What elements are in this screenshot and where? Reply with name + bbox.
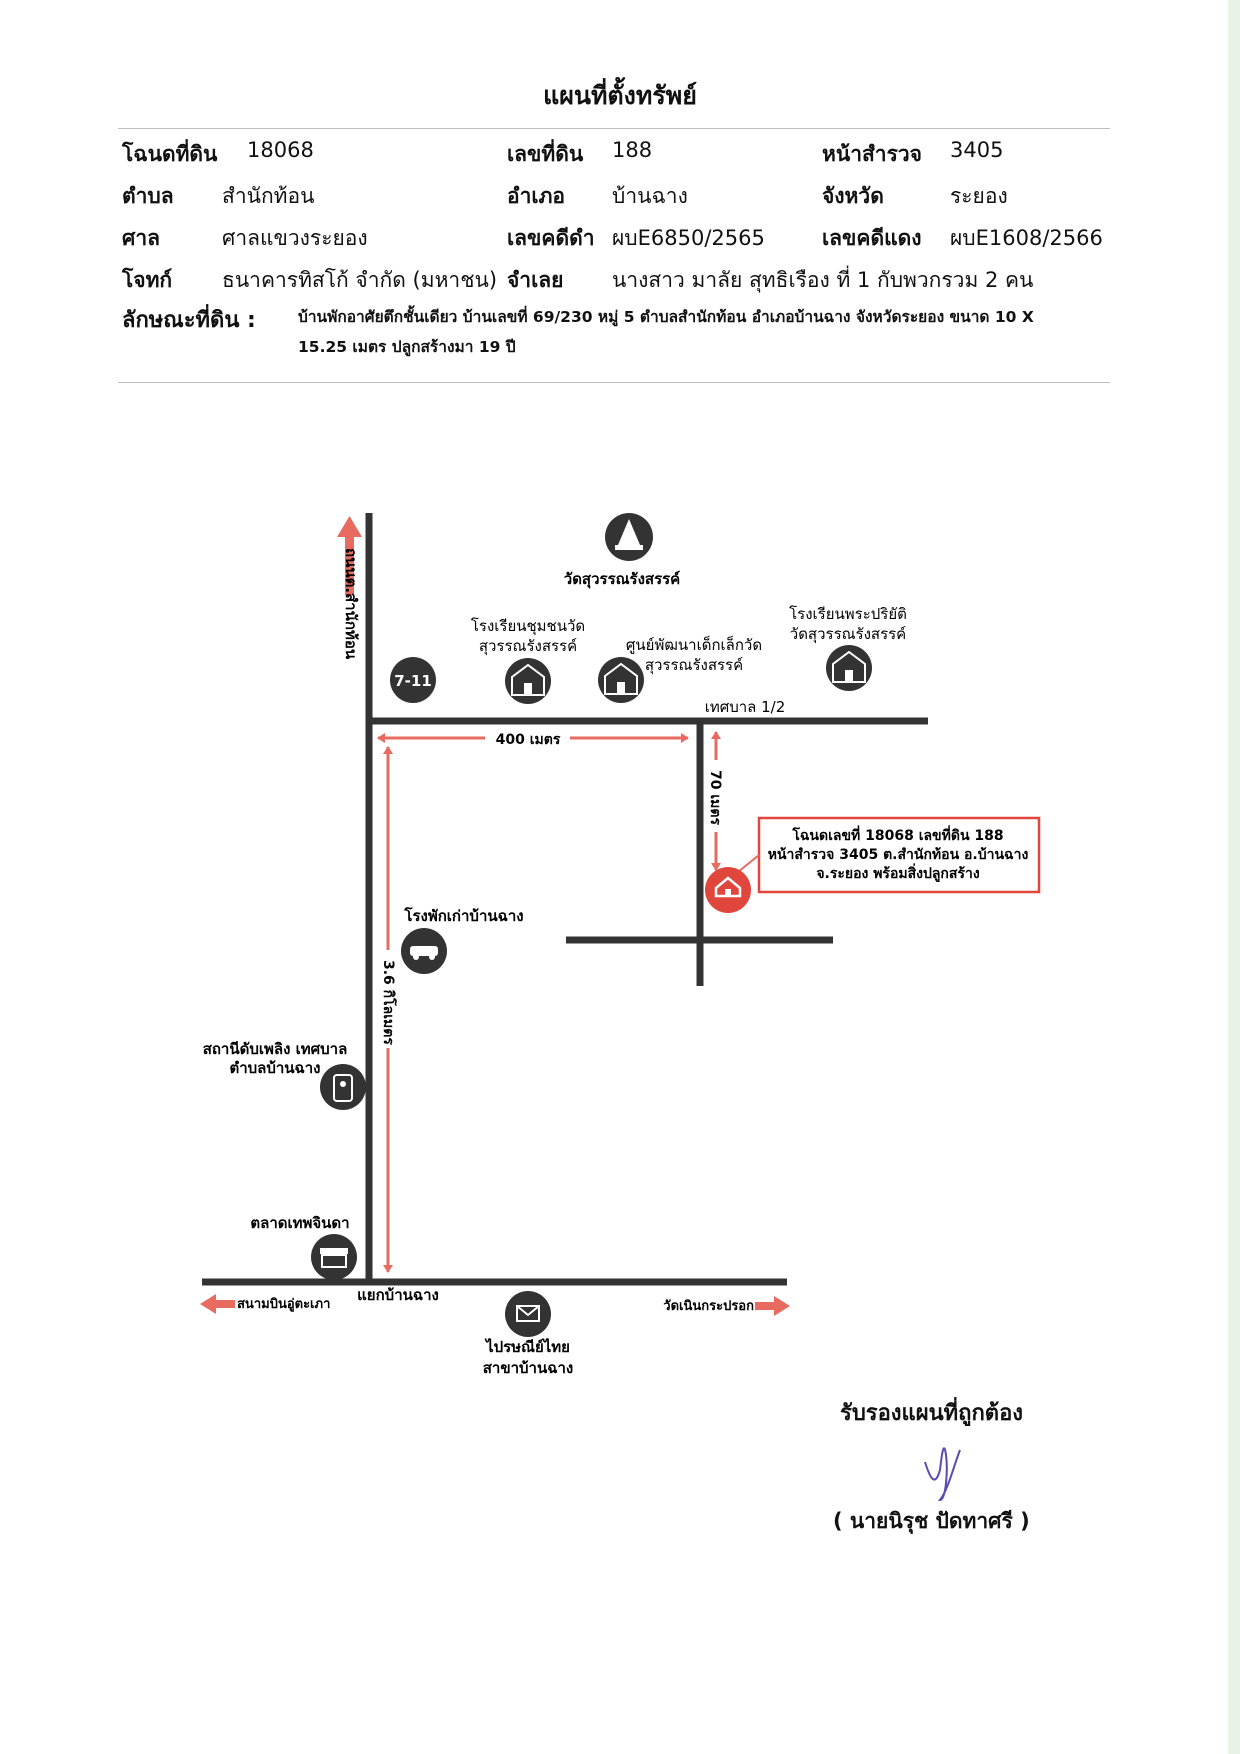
deed-label: โฉนดที่ดิน xyxy=(122,142,218,166)
red-case-value: ผบE1608/2566 xyxy=(950,226,1103,250)
land-desc-value: บ้านพักอาศัยตึกชั้นเดียว บ้านเลขที่ 69/2… xyxy=(298,308,1034,356)
school1-icon xyxy=(505,658,551,704)
land-no-label: เลขที่ดิน xyxy=(507,142,584,166)
fire-label-line1: สถานีดับเพลิง เทศบาล xyxy=(203,1040,348,1058)
plaintiff-label: โจทก์ xyxy=(122,268,173,292)
dim-36-label: 3.6 กิโลเมตร xyxy=(380,960,398,1045)
to-airport-label: สนามบินอู่ตะเภา xyxy=(237,1297,330,1312)
black-case-value: ผบE6850/2565 xyxy=(612,226,765,250)
property-line2: หน้าสำรวจ 3405 ต.สำนักท้อน อ.บ้านฉาง xyxy=(768,847,1029,863)
signature-mark xyxy=(924,1447,961,1502)
certify-label: รับรองแผนที่ถูกต้อง xyxy=(840,1401,1024,1426)
info-row-1: โฉนดที่ดิน 18068 เลขที่ดิน 188 หน้าสำรวจ… xyxy=(122,132,1112,174)
survey-value: 3405 xyxy=(950,138,1004,162)
info-bottom-rule xyxy=(118,382,1110,383)
court-value: ศาลแขวงระยอง xyxy=(222,226,368,250)
district-value: บ้านฉาง xyxy=(612,184,688,208)
subdistrict-value: สำนักท้อน xyxy=(222,184,315,208)
red-case-label: เลขคดีแดง xyxy=(822,226,922,250)
market-icon xyxy=(311,1234,357,1280)
info-row-3: ศาล ศาลแขวงระยอง เลขคดีดำ ผบE6850/2565 เ… xyxy=(122,216,1112,258)
defendant-value: นางสาว มาลัย สุทธิเรือง ที่ 1 กับพวกรวม … xyxy=(612,268,1034,292)
subdistrict-label: ตำบล xyxy=(122,184,174,208)
deed-value: 18068 xyxy=(247,138,314,162)
defendant-label: จำเลย xyxy=(507,268,564,292)
school2-label-line2: วัดสุวรรณรังสรรค์ xyxy=(790,625,906,644)
house-icon xyxy=(705,867,751,913)
province-value: ระยอง xyxy=(950,184,1008,208)
info-row-4: โจทก์ ธนาคารทิสโก้ จำกัด (มหาชน) จำเลย น… xyxy=(122,258,1112,300)
fire-label-line2: ตำบลบ้านฉาง xyxy=(229,1059,320,1077)
to-airport-arrow xyxy=(200,1294,235,1314)
post-label-line1: ไปรษณีย์ไทย xyxy=(484,1337,570,1356)
district-label: อำเภอ xyxy=(507,184,566,208)
road-north-label: ถนนต.สำนักท้อน xyxy=(342,548,360,660)
property-leader xyxy=(737,854,760,873)
school1-label-line2: สุวรรณรังสรรค์ xyxy=(479,637,577,656)
to-temple-arrow xyxy=(755,1296,790,1316)
plaintiff-value: ธนาคารทิสโก้ จำกัด (มหาชน) xyxy=(222,268,498,292)
header-rule xyxy=(118,128,1110,129)
old-station-label: โรงพักเก่าบ้านฉาง xyxy=(403,906,523,925)
dim-400-label: 400 เมตร xyxy=(496,732,561,748)
market-label: ตลาดเทพจินดา xyxy=(250,1214,349,1232)
property-info-table: โฉนดที่ดิน 18068 เลขที่ดิน 188 หน้าสำรวจ… xyxy=(122,132,1112,300)
childcenter-icon xyxy=(598,657,644,703)
property-box xyxy=(757,816,1041,894)
north-road-arrow xyxy=(337,516,362,595)
page-title: แผนที่ตั้งทรัพย์ xyxy=(543,81,697,110)
school1-label-line1: โรงเรียนชุมชนวัด xyxy=(471,617,585,636)
province-label: จังหวัด xyxy=(822,184,884,208)
signer-name: ( นายนิรุช ปัดทาศรี ) xyxy=(833,1509,1030,1533)
dim-70-label: 70 เมตร xyxy=(707,770,723,825)
page-edge-strip xyxy=(1228,0,1240,1754)
police-station-icon xyxy=(401,928,447,974)
temple-icon xyxy=(605,513,653,561)
court-label: ศาล xyxy=(122,226,160,250)
survey-label: หน้าสำรวจ xyxy=(822,142,922,166)
temple-label: วัดสุวรรณรังสรรค์ xyxy=(564,570,680,589)
junction-label: แยกบ้านฉาง xyxy=(357,1286,439,1304)
school2-icon xyxy=(826,645,872,691)
land-desc-label: ลักษณะที่ดิน : xyxy=(122,308,256,333)
fire-station-icon xyxy=(320,1064,366,1110)
to-temple-label: วัดเนินกระปรอก xyxy=(663,1299,754,1314)
school2-label-line1: โรงเรียนพระปริยัติ xyxy=(789,605,907,623)
black-case-label: เลขคดีดำ xyxy=(507,226,595,250)
post-label-line2: สาขาบ้านฉาง xyxy=(483,1359,573,1377)
info-row-2: ตำบล สำนักท้อน อำเภอ บ้านฉาง จังหวัด ระย… xyxy=(122,174,1112,216)
post-office-icon xyxy=(505,1291,551,1337)
store-label: 7-11 xyxy=(394,672,432,690)
property-line1: โฉนดเลขที่ 18068 เลขที่ดิน 188 xyxy=(791,825,1003,844)
road-tessaban-label: เทศบาล 1/2 xyxy=(705,698,786,716)
childcenter-label-line2: สุวรรณรังสรรค์ xyxy=(645,656,743,675)
roads xyxy=(202,513,928,1286)
childcenter-label-line1: ศูนย์พัฒนาเด็กเล็กวัด xyxy=(626,635,762,654)
property-line3: จ.ระยอง พร้อมสิ่งปลูกสร้าง xyxy=(816,863,980,882)
land-no-value: 188 xyxy=(612,138,653,162)
store-icon xyxy=(390,657,436,703)
